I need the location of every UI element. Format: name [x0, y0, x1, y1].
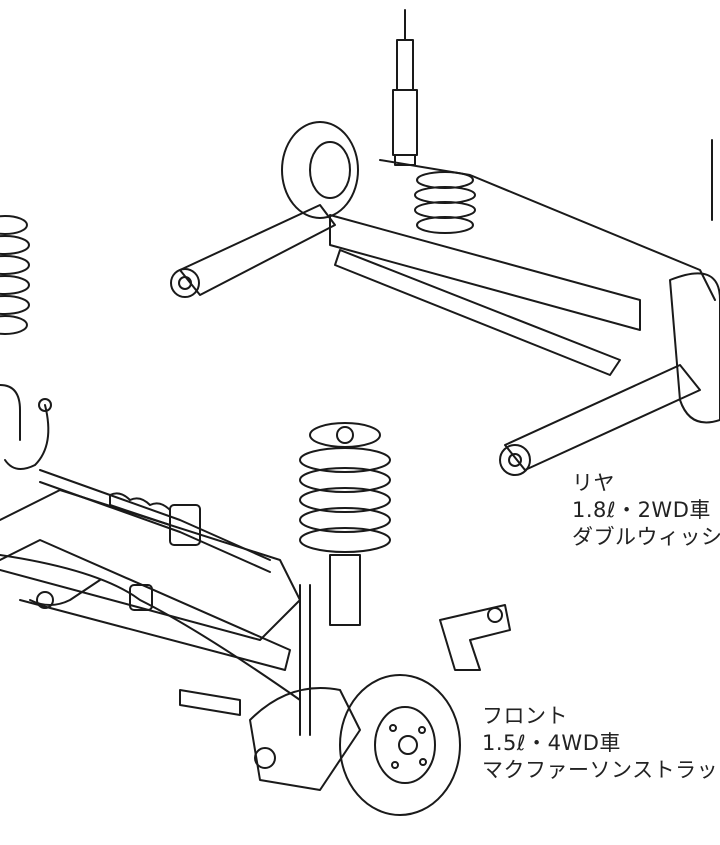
front-right-strut — [299, 422, 391, 736]
front-subframe — [0, 489, 301, 716]
front-lower-arm — [439, 604, 511, 671]
rear-crossmember — [329, 159, 716, 376]
rear-hub-disc — [281, 121, 359, 219]
rear-suspension — [170, 9, 720, 476]
rear-lower-arm-right — [499, 364, 701, 476]
front-spec: 1.5ℓ・4WD車 — [482, 731, 621, 755]
rear-type: ダブルウィッシ — [572, 525, 720, 549]
rear-suspension-label: リヤ 1.8ℓ・2WD車 ダブルウィッシ — [572, 470, 720, 551]
front-suspension-label: フロント 1.5ℓ・4WD車 マクファーソンストラッ — [482, 703, 718, 784]
rear-shock-absorber — [392, 9, 418, 166]
front-brake-disc — [249, 674, 461, 816]
front-title: フロント — [482, 704, 568, 728]
rear-coil-spring — [414, 171, 476, 234]
stabilizer-bar — [0, 554, 301, 701]
rear-right-knuckle — [669, 139, 720, 424]
rear-spec: 1.8ℓ・2WD車 — [572, 498, 711, 522]
rear-title: リヤ — [572, 471, 615, 495]
steering-rack — [39, 469, 271, 573]
front-left-strut — [0, 215, 52, 470]
front-type: マクファーソンストラッ — [482, 758, 719, 782]
rear-lower-arm-left — [170, 204, 336, 298]
